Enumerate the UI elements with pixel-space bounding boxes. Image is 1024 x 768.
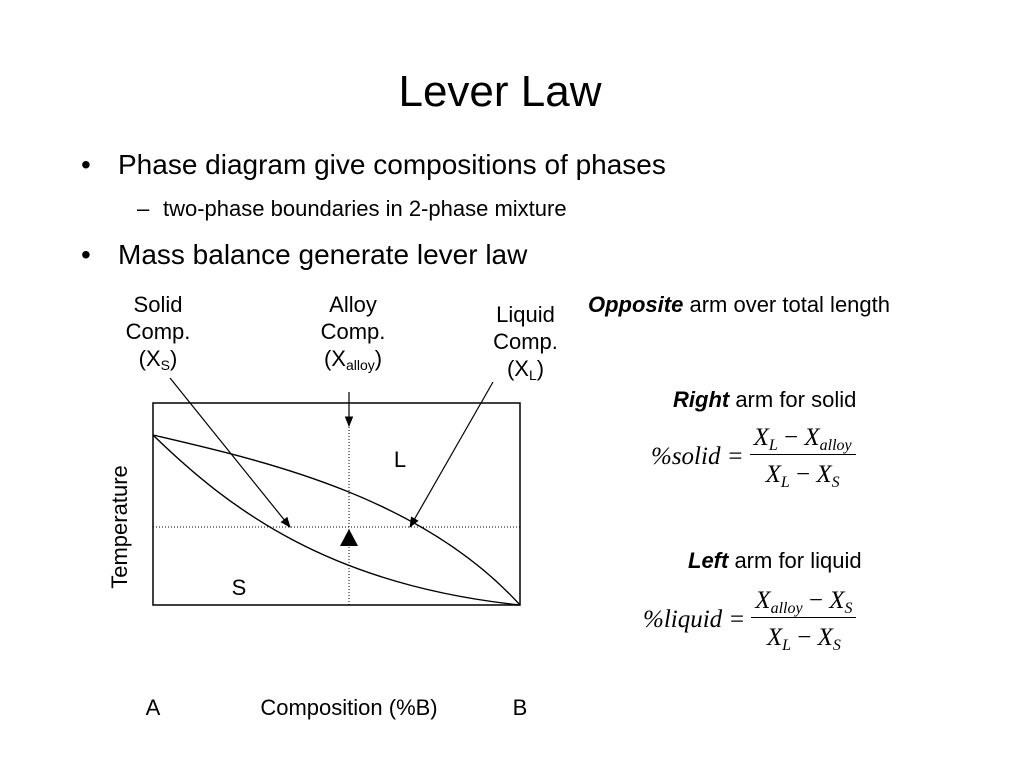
solidus-curve	[152, 434, 521, 606]
subbullet-text: two-phase boundaries in 2-phase mixture	[163, 196, 567, 221]
x-axis-right-label: B	[513, 695, 528, 720]
region-liquid-label: L	[394, 447, 406, 472]
bullet-mark: •	[81, 149, 91, 180]
opposite-arm-rule: Opposite arm over total length	[588, 292, 891, 317]
bullet-text: Phase diagram give compositions of phase…	[118, 149, 666, 180]
liquid-comp-arrow	[409, 381, 494, 528]
bullet-item: • Mass balance generate lever law	[81, 238, 528, 272]
left-arm-rule: Left arm for liquid	[688, 548, 862, 573]
liquid-comp-label: Liquid Comp. (XL)	[493, 302, 558, 383]
region-solid-label: S	[232, 575, 247, 600]
slide-title: Lever Law	[398, 67, 602, 116]
solid-comp-label: Solid Comp. (XS)	[125, 292, 191, 373]
solid-fraction-equation: %solid = XL − Xalloy XL − XS	[651, 424, 856, 491]
subbullet-item: – two-phase boundaries in 2-phase mixtur…	[137, 195, 567, 223]
solid-comp-arrow	[169, 377, 291, 528]
bullet-mark: •	[81, 239, 91, 270]
bullet-item: • Phase diagram give compositions of pha…	[81, 148, 666, 182]
liquidus-curve	[152, 434, 521, 606]
x-axis-left-label: A	[146, 695, 161, 720]
x-axis-label: Composition (%B)	[260, 695, 437, 720]
diagram-frame	[152, 402, 521, 606]
alloy-comp-label: Alloy Comp. (Xalloy)	[320, 292, 386, 373]
y-axis-label: Temperature	[107, 465, 132, 589]
bullet-text: Mass balance generate lever law	[118, 239, 528, 270]
liquid-fraction-equation: %liquid = Xalloy − XS XL − XS	[643, 587, 857, 654]
fulcrum-triangle	[340, 529, 358, 546]
right-arm-rule: Right arm for solid	[673, 387, 857, 412]
subbullet-mark: –	[137, 196, 150, 221]
